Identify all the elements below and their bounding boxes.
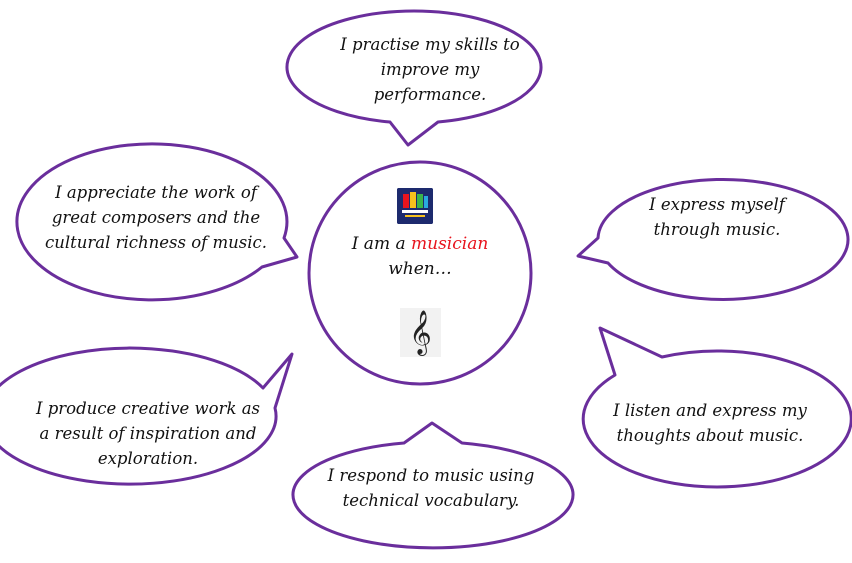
center-caption: I am a musician when… <box>320 232 520 282</box>
bubble-bottom-right-text: I listen and express my thoughts about m… <box>613 401 807 445</box>
bubble-right-text: I express myself through music. <box>649 195 785 239</box>
bubble-bottom-left-shape <box>0 346 294 486</box>
center-circle <box>307 160 533 386</box>
treble-clef-icon: 𝄞 <box>400 308 441 357</box>
center-caption-line2: when… <box>388 259 452 279</box>
bubble-bottom-left-text: I produce creative work as a result of i… <box>35 399 261 468</box>
school-logo-icon <box>397 188 433 224</box>
bubble-top-shape <box>285 9 543 147</box>
bubble-top-left-text: I appreciate the work of great composers… <box>44 183 268 252</box>
center-caption-prefix: I am a <box>351 234 412 254</box>
bubble-bottom-text: I respond to music using technical vocab… <box>327 466 535 510</box>
center-caption-highlight: musician <box>411 234 489 254</box>
bubble-top-text: I practise my skills to improve my perfo… <box>340 35 520 104</box>
bubble-right-shape <box>576 177 850 301</box>
bubble-top-left-shape <box>15 142 299 302</box>
bubble-bottom-shape <box>291 421 575 550</box>
bubble-bottom-right-shape <box>581 326 852 489</box>
